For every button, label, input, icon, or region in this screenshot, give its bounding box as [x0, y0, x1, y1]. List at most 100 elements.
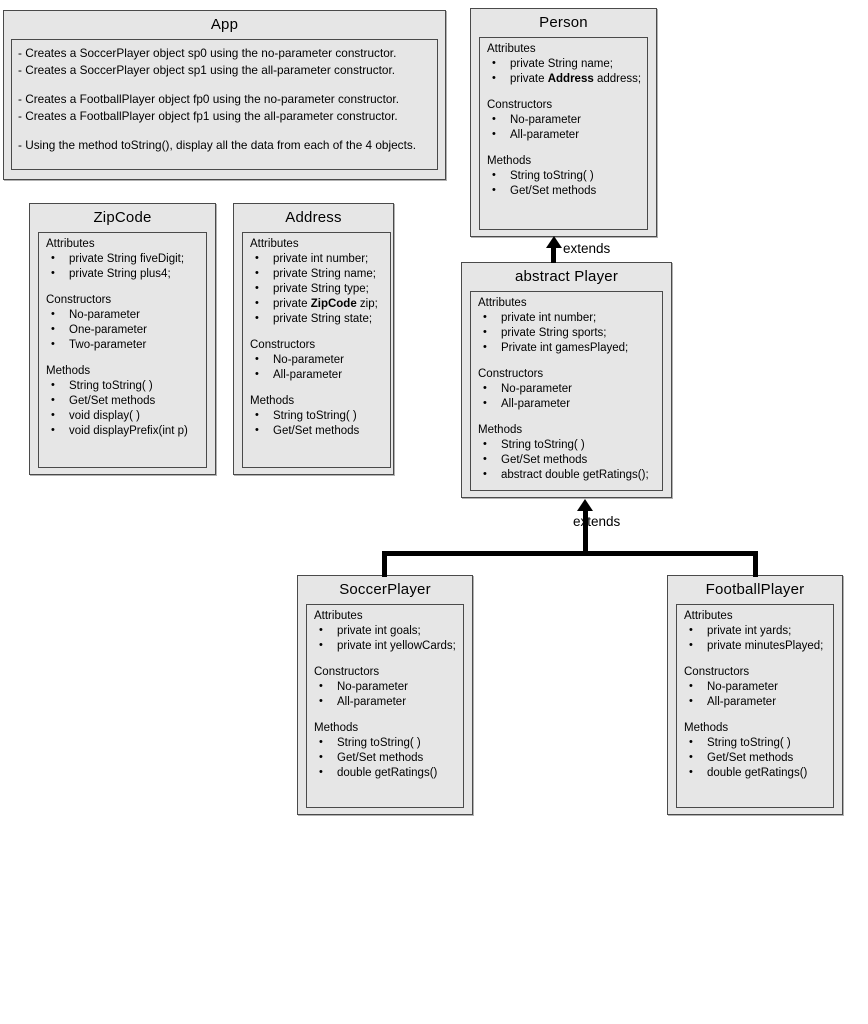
app-description-line: - Creates a SoccerPlayer object sp1 usin…: [18, 63, 396, 77]
member-type-emphasis: Address: [547, 73, 594, 85]
class-title-soccerplayer: SoccerPlayer: [339, 581, 431, 598]
member-row: All-parameter: [249, 367, 386, 383]
app-description-line: - Creates a FootballPlayer object fp1 us…: [18, 109, 398, 123]
connector-subclasses-to-player-stem: [583, 510, 588, 555]
member-row: Private int gamesPlayed;: [477, 340, 658, 356]
section-heading: Constructors: [684, 666, 750, 678]
member-type-emphasis: ZipCode: [310, 298, 357, 310]
class-body-soccerplayer: Attributesprivate int goals;private int …: [306, 604, 464, 808]
edge-label-player-extends-person: extends: [563, 241, 611, 256]
member-row: Get/Set methods: [683, 750, 829, 766]
class-title-player: abstract Player: [514, 268, 619, 285]
section-heading: Attributes: [314, 610, 363, 622]
class-body-person: Attributesprivate String name;private Ad…: [479, 37, 648, 230]
member-row: private ZipCode zip;: [249, 296, 386, 312]
app-description-line: - Creates a FootballPlayer object fp0 us…: [18, 92, 399, 106]
section-spacer: [249, 383, 386, 394]
class-body-address: Attributesprivate int number;private Str…: [242, 232, 391, 468]
section-spacer: [486, 87, 643, 98]
member-row: private String type;: [249, 281, 386, 297]
member-row: No-parameter: [249, 352, 386, 368]
section-heading: Methods: [487, 155, 532, 167]
member-row: String toString( ): [683, 735, 829, 751]
app-description-line: - Creates a SoccerPlayer object sp0 usin…: [18, 46, 397, 60]
class-title-person: Person: [539, 14, 588, 31]
section-heading: Attributes: [478, 297, 527, 309]
section-heading: Attributes: [487, 43, 536, 55]
member-row: private int goals;: [313, 623, 459, 639]
member-row: Get/Set methods: [45, 393, 202, 409]
section-heading: Methods: [478, 424, 523, 436]
member-row: All-parameter: [486, 127, 643, 143]
connector-branch-soccerplayer: [382, 551, 387, 577]
section-heading: Constructors: [487, 99, 553, 111]
class-body-footballplayer: Attributesprivate int yards;private minu…: [676, 604, 834, 808]
section-spacer: [313, 654, 459, 665]
section-spacer: [486, 143, 643, 154]
app-line-spacer: [18, 125, 431, 137]
member-row: private int number;: [249, 251, 386, 267]
section-spacer: [45, 353, 202, 364]
section-heading: Constructors: [314, 666, 380, 678]
app-line-spacer: [18, 79, 431, 91]
section-spacer: [683, 710, 829, 721]
member-row: double getRatings(): [683, 765, 829, 781]
class-box-address[interactable]: Address Attributesprivate int number;pri…: [233, 203, 394, 475]
member-row: String toString( ): [313, 735, 459, 751]
class-box-footballplayer[interactable]: FootballPlayer Attributesprivate int yar…: [667, 575, 843, 815]
section-heading: Methods: [250, 395, 295, 407]
section-spacer: [249, 327, 386, 338]
section-heading: Methods: [684, 722, 729, 734]
section-spacer: [477, 412, 658, 423]
member-row: All-parameter: [313, 694, 459, 710]
section-heading: Methods: [46, 365, 91, 377]
class-body-app: - Creates a SoccerPlayer object sp0 usin…: [11, 39, 438, 170]
member-row: No-parameter: [683, 679, 829, 695]
class-title-app: App: [210, 16, 239, 33]
member-row: Get/Set methods: [477, 452, 658, 468]
section-heading: Attributes: [46, 238, 95, 250]
class-box-person[interactable]: Person Attributesprivate String name;pri…: [470, 8, 657, 237]
member-row: private String name;: [249, 266, 386, 282]
member-row: One-parameter: [45, 322, 202, 338]
section-spacer: [313, 710, 459, 721]
member-row: private minutesPlayed;: [683, 638, 829, 654]
section-heading: Constructors: [478, 368, 544, 380]
class-body-zipcode: Attributesprivate String fiveDigit;priva…: [38, 232, 207, 468]
section-heading: Methods: [314, 722, 359, 734]
member-row: void display( ): [45, 408, 202, 424]
member-row: private int yellowCards;: [313, 638, 459, 654]
connector-horizontal-bus: [382, 551, 758, 556]
member-row: void displayPrefix(int p): [45, 423, 202, 439]
member-row: No-parameter: [486, 112, 643, 128]
member-row: String toString( ): [477, 437, 658, 453]
member-row: private String state;: [249, 311, 386, 327]
class-title-zipcode: ZipCode: [93, 209, 152, 226]
class-body-player: Attributesprivate int number;private Str…: [470, 291, 663, 491]
member-row: private Address address;: [486, 71, 643, 87]
connector-subclasses-to-player-arrowhead: [577, 499, 593, 511]
member-row: private String fiveDigit;: [45, 251, 202, 267]
section-spacer: [477, 356, 658, 367]
connector-branch-footballplayer: [753, 551, 758, 577]
member-row: No-parameter: [477, 381, 658, 397]
class-box-app[interactable]: App - Creates a SoccerPlayer object sp0 …: [3, 10, 446, 180]
member-row: private String plus4;: [45, 266, 202, 282]
section-heading: Constructors: [46, 294, 112, 306]
member-row: Two-parameter: [45, 337, 202, 353]
member-row: String toString( ): [486, 168, 643, 184]
member-row: abstract double getRatings();: [477, 467, 658, 483]
class-box-soccerplayer[interactable]: SoccerPlayer Attributesprivate int goals…: [297, 575, 473, 815]
app-description-line: - Using the method toString(), display a…: [18, 138, 417, 152]
member-row: double getRatings(): [313, 765, 459, 781]
class-box-player[interactable]: abstract Player Attributesprivate int nu…: [461, 262, 672, 498]
connector-player-to-person-arrowhead: [546, 236, 562, 248]
section-spacer: [45, 282, 202, 293]
class-box-zipcode[interactable]: ZipCode Attributesprivate String fiveDig…: [29, 203, 216, 475]
section-heading: Constructors: [250, 339, 316, 351]
member-row: String toString( ): [249, 408, 386, 424]
member-row: private String name;: [486, 56, 643, 72]
member-row: All-parameter: [477, 396, 658, 412]
class-title-footballplayer: FootballPlayer: [705, 581, 805, 598]
connector-player-to-person-stem: [551, 247, 556, 263]
